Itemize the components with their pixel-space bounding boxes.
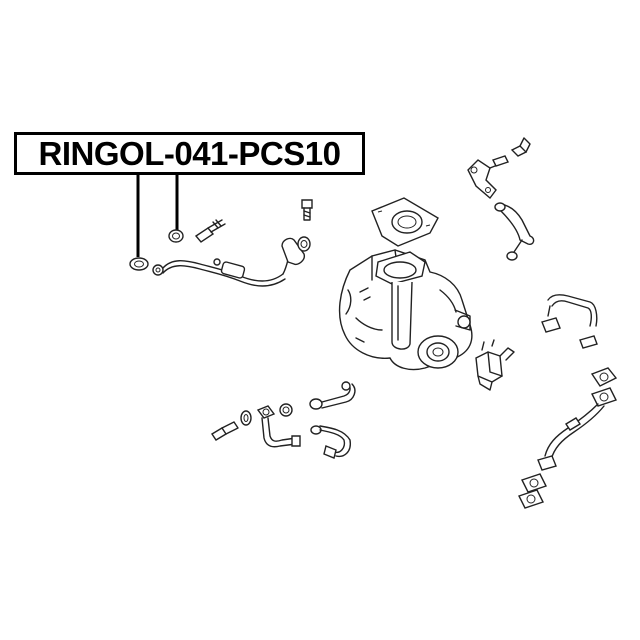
water-pipe-right	[541, 294, 598, 349]
oil-return-pipe	[494, 202, 535, 261]
bracket-top-right	[467, 155, 509, 200]
washer-lower-1	[240, 410, 252, 426]
bolt-lower-left	[211, 421, 239, 441]
part-number-text: RINGOL-041-PCS10	[38, 134, 341, 172]
turbocharger	[338, 249, 473, 371]
bolt-top-right	[510, 137, 531, 157]
oil-pipe-lower-small	[261, 417, 301, 448]
bolt-center-top	[301, 199, 313, 221]
o-ring-right	[168, 229, 184, 243]
oil-feed-line	[152, 236, 311, 287]
gasket-top	[371, 197, 439, 247]
banjo-bolt	[256, 405, 276, 419]
bolt-upper-left	[194, 219, 226, 243]
washer-lower-2	[279, 403, 293, 417]
pipe-lower-right	[518, 367, 618, 509]
oil-pipe-lower-bent	[310, 425, 351, 459]
actuator-valve	[475, 339, 515, 391]
leader-lines	[136, 175, 179, 257]
part-number-label: RINGOL-041-PCS10	[14, 132, 365, 175]
oil-pipe-lower-right	[309, 381, 356, 410]
o-ring-left	[129, 257, 149, 271]
